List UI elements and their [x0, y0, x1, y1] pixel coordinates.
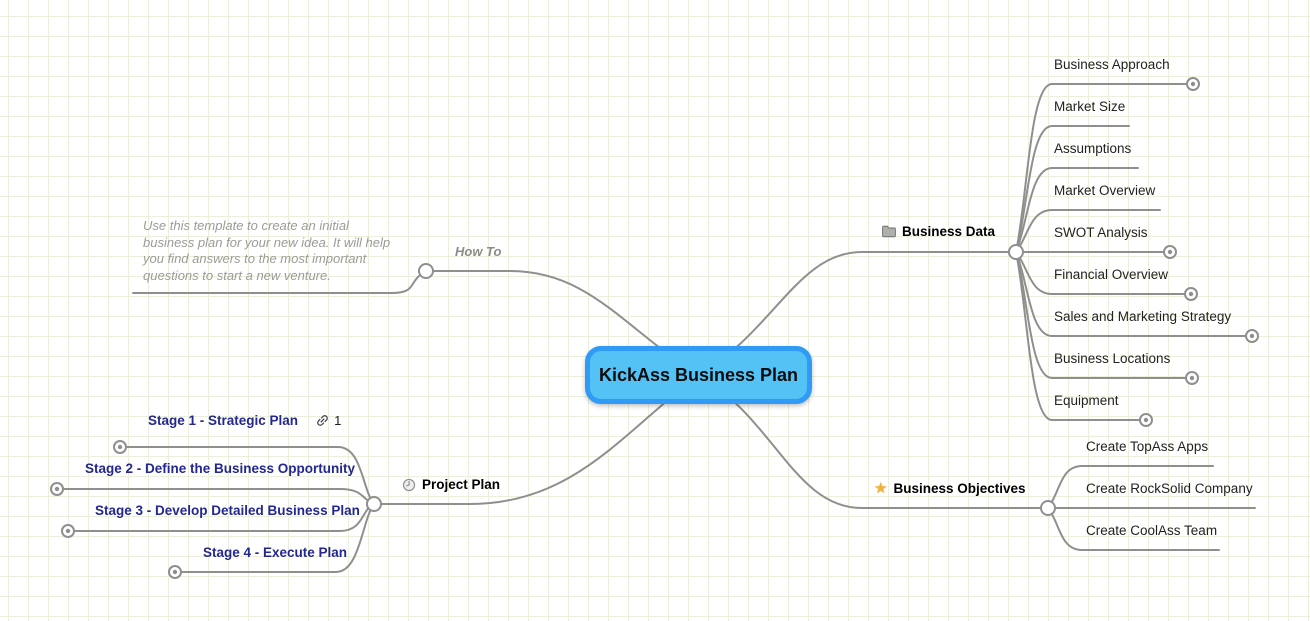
node-project-plan[interactable]: Project Plan: [402, 477, 500, 492]
connector-stage-2: [63, 488, 375, 505]
stage-1-link-count: 1: [334, 413, 342, 428]
connector-business-approach: [1015, 83, 1187, 253]
node-swot-analysis[interactable]: SWOT Analysis: [1054, 225, 1148, 240]
node-create-topass-apps[interactable]: Create TopAss Apps: [1086, 439, 1209, 454]
folder-icon: [882, 225, 896, 238]
collapsed-dots: [54, 81, 1255, 575]
node-stage-3[interactable]: Stage 3 - Develop Detailed Business Plan: [95, 503, 360, 518]
connector-lines: [63, 83, 1256, 573]
hub-business-objectives[interactable]: [1040, 500, 1056, 516]
connector-market-size: [1015, 125, 1130, 253]
node-equipment[interactable]: Equipment: [1054, 393, 1119, 408]
node-market-size[interactable]: Market Size: [1054, 99, 1126, 114]
node-how-to[interactable]: How To: [455, 244, 502, 259]
node-project-plan-label: Project Plan: [422, 477, 501, 492]
node-assumptions[interactable]: Assumptions: [1054, 141, 1132, 156]
node-create-coolass-team[interactable]: Create CoolAss Team: [1086, 523, 1218, 538]
central-node[interactable]: KickAss Business Plan: [585, 346, 812, 404]
connector-assumptions: [1015, 167, 1139, 253]
connector-equipment: [1015, 251, 1140, 421]
star-icon: ★: [874, 479, 888, 497]
hub-project-plan[interactable]: [366, 496, 382, 512]
node-business-data[interactable]: Business Data: [882, 224, 995, 239]
hub-how-to[interactable]: [418, 263, 434, 279]
central-node-label: KickAss Business Plan: [598, 364, 799, 385]
hub-business-data[interactable]: [1008, 244, 1024, 260]
node-how-to-note[interactable]: Use this template to create an initial b…: [143, 218, 391, 283]
node-business-approach[interactable]: Business Approach: [1054, 57, 1170, 72]
node-business-data-label: Business Data: [902, 224, 996, 239]
node-market-overview[interactable]: Market Overview: [1054, 183, 1156, 198]
link-icon: [315, 413, 330, 428]
stage-1-link-badge[interactable]: 1: [315, 413, 341, 428]
node-business-objectives-label: Business Objectives: [893, 481, 1026, 496]
clock-icon: [402, 478, 416, 492]
node-sales-marketing-strategy[interactable]: Sales and Marketing Strategy: [1054, 309, 1232, 324]
connector-sales-marketing: [1015, 251, 1246, 337]
node-stage-4[interactable]: Stage 4 - Execute Plan: [203, 545, 348, 560]
node-stage-1[interactable]: Stage 1 - Strategic Plan 1: [148, 413, 341, 428]
node-business-locations[interactable]: Business Locations: [1054, 351, 1171, 366]
connector-note: [132, 275, 420, 294]
node-stage-1-label: Stage 1 - Strategic Plan: [148, 413, 299, 428]
node-financial-overview[interactable]: Financial Overview: [1054, 267, 1169, 282]
node-business-objectives[interactable]: ★ Business Objectives: [874, 479, 1026, 497]
node-create-rocksolid-company[interactable]: Create RockSolid Company: [1086, 481, 1253, 496]
node-stage-2[interactable]: Stage 2 - Define the Business Opportunit…: [85, 461, 356, 476]
